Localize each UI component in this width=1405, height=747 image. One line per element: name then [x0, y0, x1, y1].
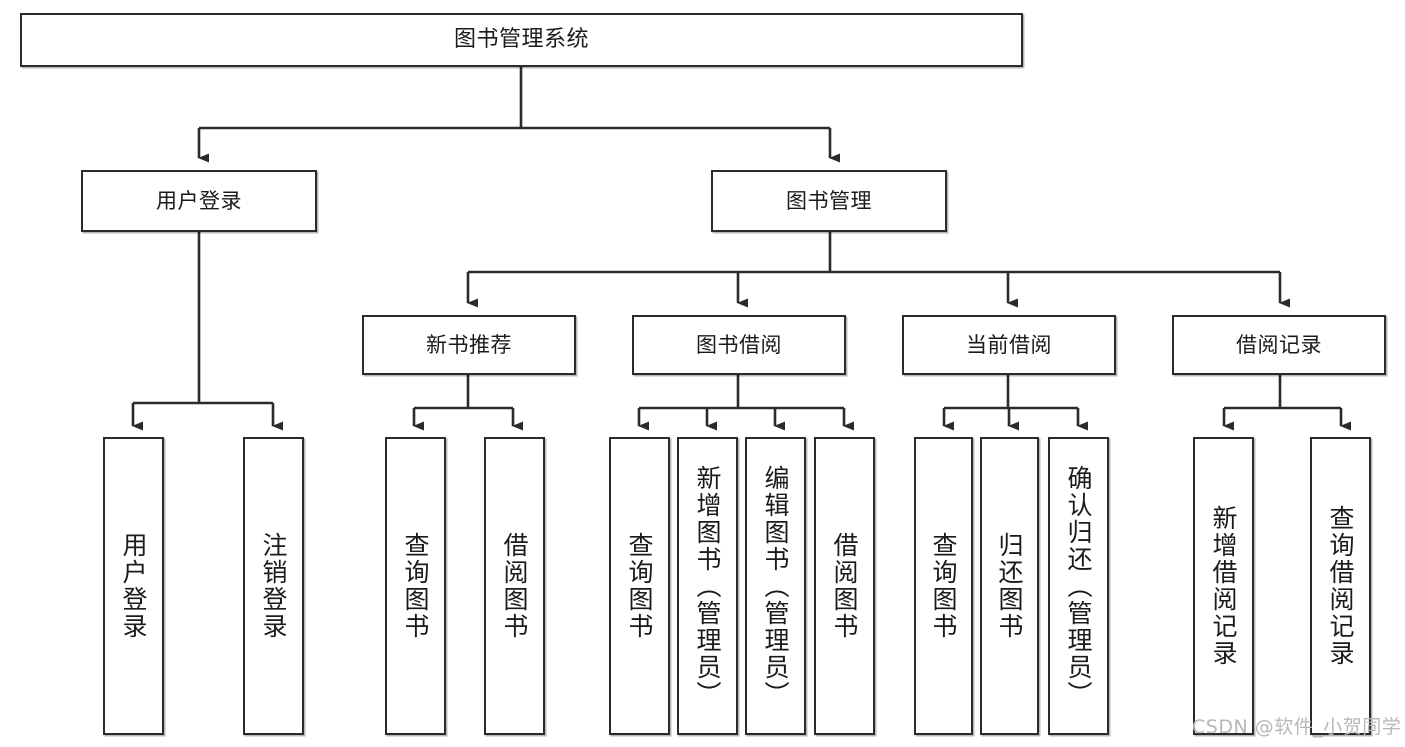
node-label: 图书管理系统 — [453, 27, 589, 53]
csdn-watermark: CSDN @软件_小贺同学 — [1192, 716, 1402, 738]
node-borrow-record[interactable]: 借阅记录 — [1172, 315, 1386, 375]
node-label: 查询图书 — [625, 532, 654, 640]
node-label: 查询借阅记录 — [1326, 505, 1355, 667]
node-label: 借阅图书 — [830, 532, 859, 640]
node-label: 查询图书 — [929, 532, 958, 640]
node-label: 归还图书 — [995, 532, 1024, 640]
leaf-current-return-book[interactable]: 归还图书 — [980, 437, 1039, 735]
node-label: 新书推荐 — [426, 332, 512, 357]
leaf-borrow-query-book[interactable]: 查询图书 — [609, 437, 670, 735]
node-label: 当前借阅 — [966, 332, 1052, 357]
leaf-borrow-add-book-admin[interactable]: 新增图书（管理员） — [677, 437, 738, 735]
node-label: 借阅图书 — [500, 532, 529, 640]
leaf-current-confirm-return-admin[interactable]: 确认归还（管理员） — [1048, 437, 1109, 735]
leaf-record-add-record[interactable]: 新增借阅记录 — [1193, 437, 1254, 735]
node-label: 查询图书 — [401, 532, 430, 640]
leaf-borrow-borrow-book[interactable]: 借阅图书 — [814, 437, 875, 735]
leaf-current-query-book[interactable]: 查询图书 — [914, 437, 973, 735]
node-current-borrow[interactable]: 当前借阅 — [902, 315, 1116, 375]
node-book-borrow[interactable]: 图书借阅 — [632, 315, 846, 375]
node-new-book-recommend[interactable]: 新书推荐 — [362, 315, 576, 375]
node-label: 注销登录 — [259, 532, 288, 640]
leaf-recommend-query-book[interactable]: 查询图书 — [385, 437, 446, 735]
leaf-record-query-record[interactable]: 查询借阅记录 — [1310, 437, 1371, 735]
node-root-system[interactable]: 图书管理系统 — [20, 13, 1023, 67]
leaf-user-login-login[interactable]: 用户登录 — [103, 437, 164, 735]
node-label: 新增借阅记录 — [1209, 505, 1238, 667]
node-label: 用户登录 — [156, 188, 242, 213]
node-label: 确认归还（管理员） — [1064, 464, 1093, 708]
node-user-login[interactable]: 用户登录 — [81, 170, 317, 232]
leaf-recommend-borrow-book[interactable]: 借阅图书 — [484, 437, 545, 735]
leaf-user-login-logout[interactable]: 注销登录 — [243, 437, 304, 735]
node-label: 图书借阅 — [696, 332, 782, 357]
node-book-management[interactable]: 图书管理 — [711, 170, 947, 232]
node-label: 借阅记录 — [1236, 332, 1322, 357]
node-label: 编辑图书（管理员） — [761, 464, 790, 708]
node-label: 图书管理 — [786, 188, 872, 213]
node-label: 新增图书（管理员） — [693, 464, 722, 708]
node-label: 用户登录 — [119, 532, 148, 640]
leaf-borrow-edit-book-admin[interactable]: 编辑图书（管理员） — [745, 437, 806, 735]
